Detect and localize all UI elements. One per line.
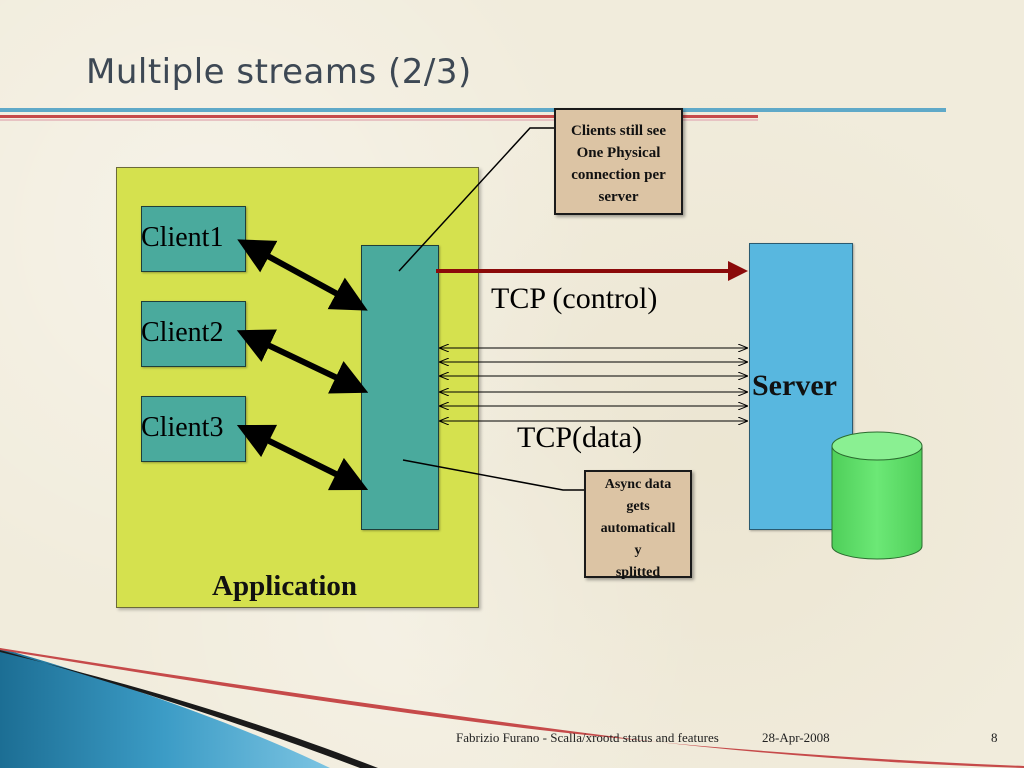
callout-top-connector: [398, 127, 554, 272]
client1-box: [141, 206, 246, 272]
slide-title: Multiple streams (2/3): [86, 52, 472, 92]
client3-arrow: [236, 424, 369, 491]
client2-box: [141, 301, 246, 367]
header-rule-pink: [0, 119, 758, 121]
callout-top-line-2: One Physical: [576, 145, 661, 161]
tcp-control-label: TCP (control): [491, 282, 658, 315]
callout-bottom-line-1: Async data: [604, 477, 672, 492]
callout-bottom-connector: [402, 459, 584, 491]
server-label: Server: [752, 369, 837, 402]
footer-date: 28-Apr-2008: [762, 730, 830, 745]
client2-label: Client2: [141, 317, 224, 348]
callout-bottom-line-5: splitted: [615, 565, 661, 580]
header-rule-blue: [0, 108, 946, 112]
callout-top-line-4: server: [598, 189, 639, 205]
callout-async-split: Async data gets automaticall y splitted: [584, 470, 692, 580]
footer-page-number: 8: [991, 730, 998, 745]
client3-label: Client3: [141, 412, 224, 443]
client3-box: [141, 396, 246, 462]
tcp-data-arrows: [440, 348, 747, 421]
footer-swoosh: [0, 648, 1024, 768]
callout-bottom-line-2: gets: [626, 499, 650, 514]
header-rule-red: [0, 115, 758, 118]
client1-label: Client1: [141, 222, 224, 253]
client1-arrow: [237, 239, 368, 311]
application-label: Application: [212, 570, 358, 602]
database-icon: [831, 431, 923, 560]
client2-arrow: [236, 329, 369, 394]
callout-bottom-line-4: y: [634, 543, 642, 558]
server-box: [749, 243, 853, 530]
callout-physical-connection: Clients still see One Physical connectio…: [554, 108, 683, 215]
footer-author: Fabrizio Furano - Scalla/xrootd status a…: [456, 730, 719, 745]
callout-top-line-1: Clients still see: [571, 123, 666, 139]
callout-bottom-line-3: automaticall: [600, 521, 676, 536]
tcp-data-label: TCP(data): [517, 421, 642, 454]
callout-top-line-3: connection per: [571, 167, 666, 183]
